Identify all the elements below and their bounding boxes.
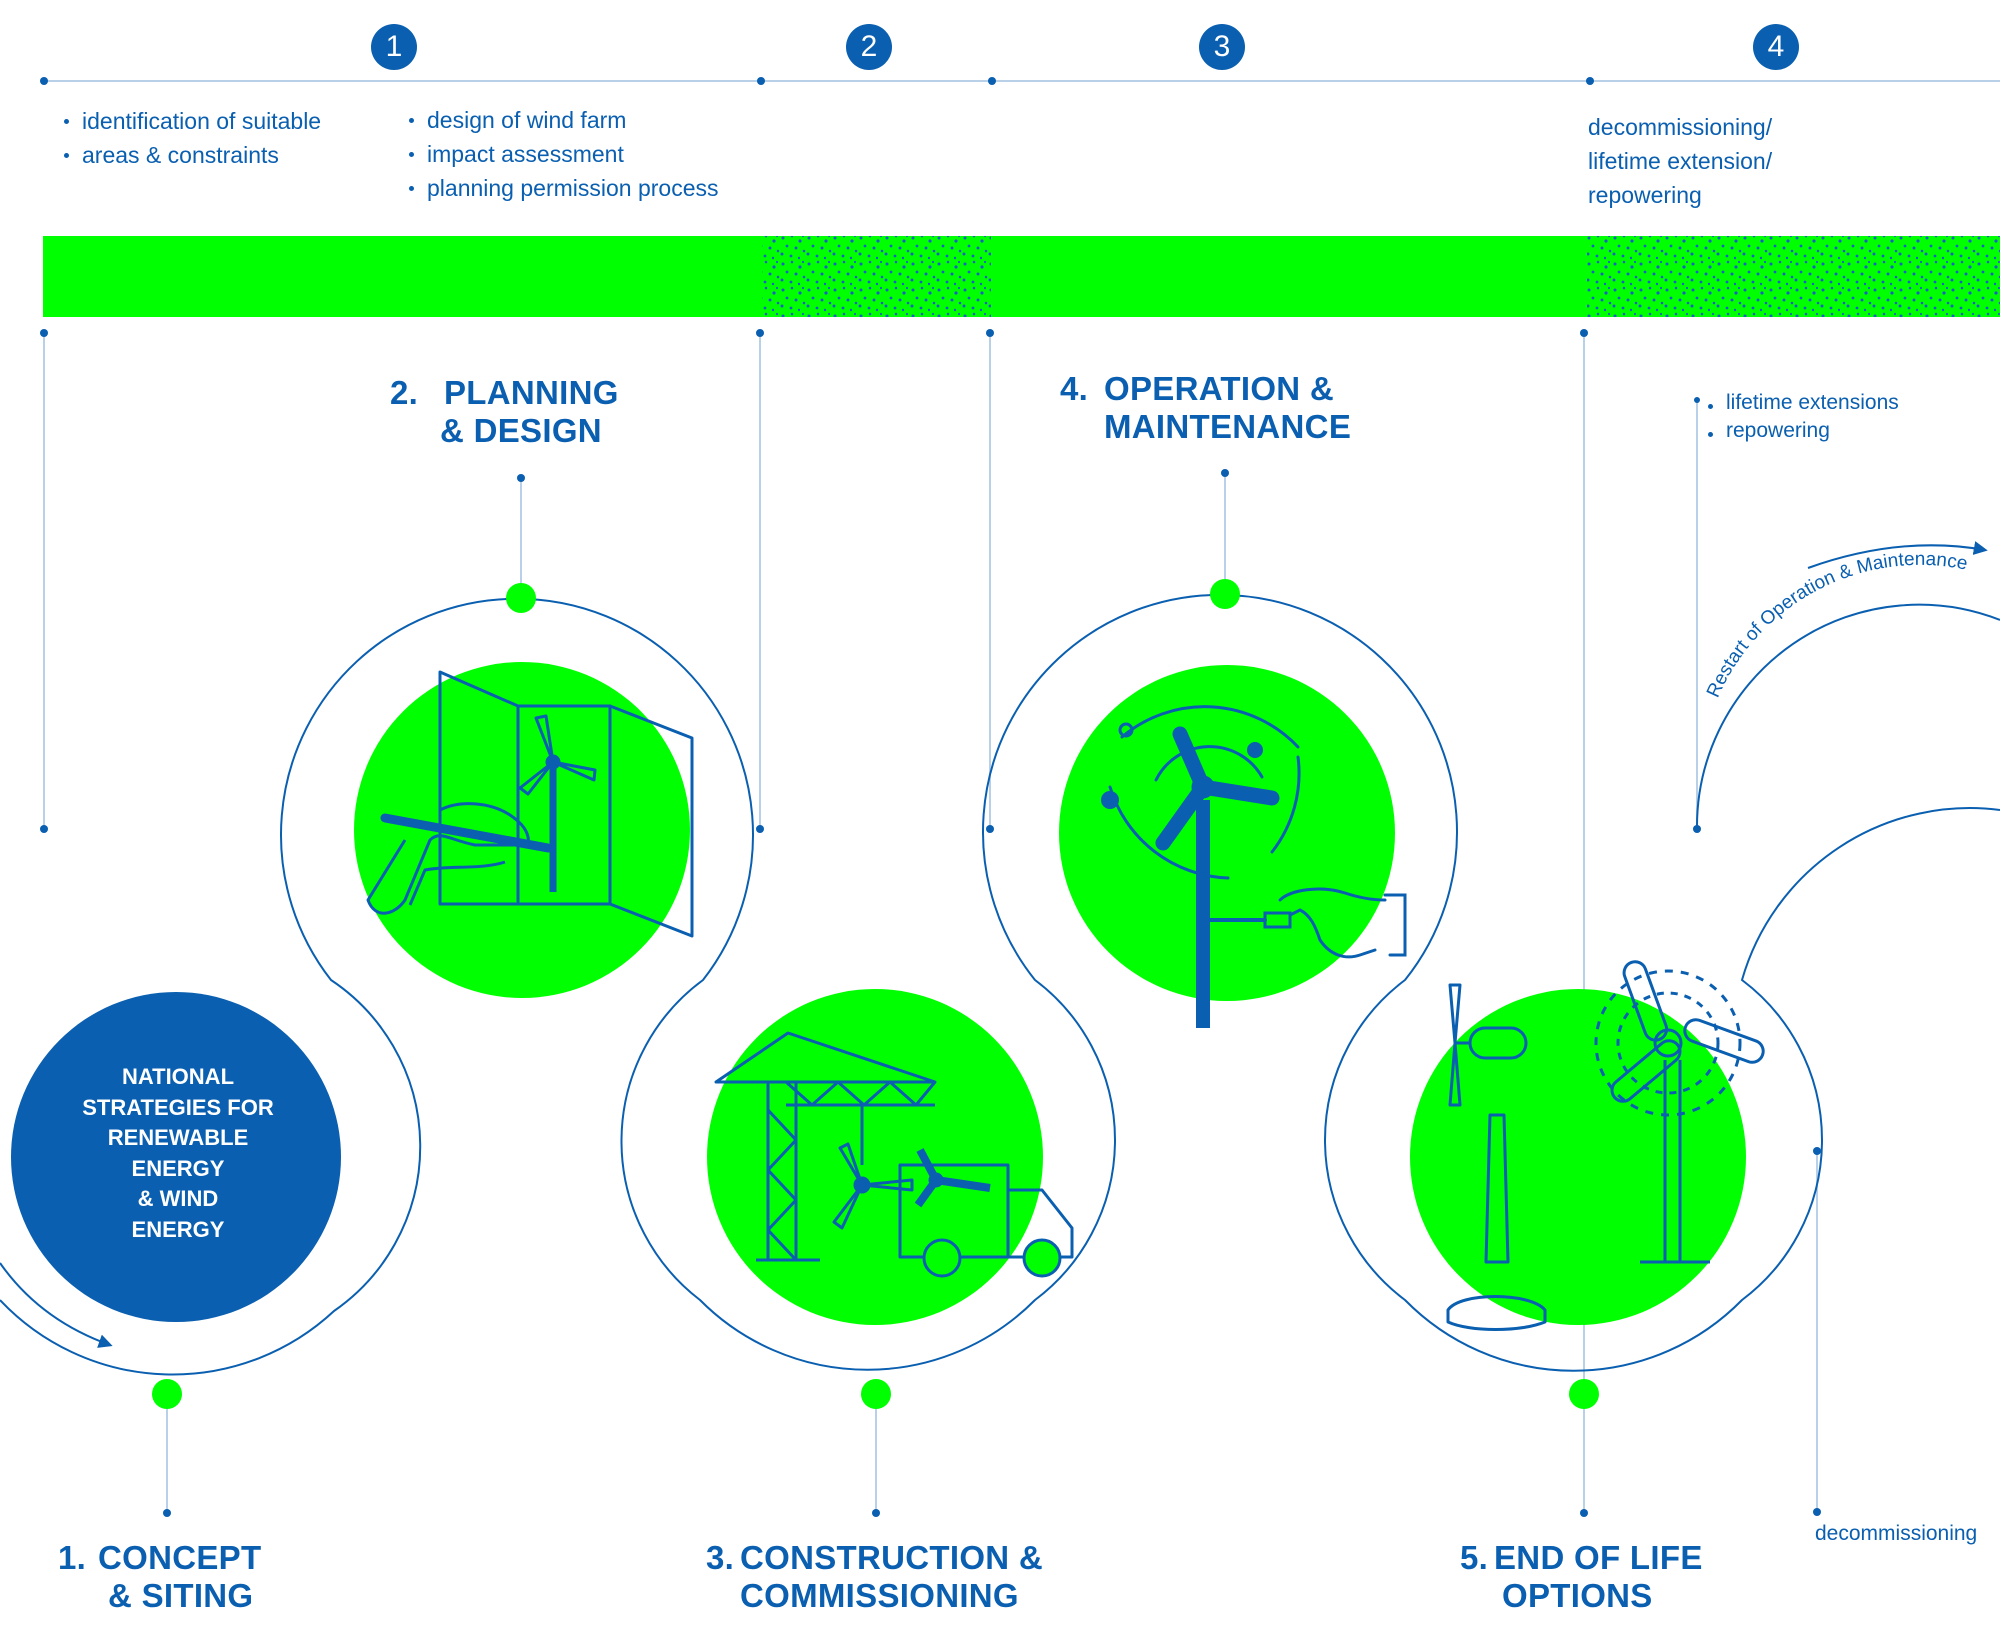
stage-title-1: 1. CONCEPT & SITING [58, 1539, 261, 1615]
restart-label: Restart of Operation & Maintenance [1703, 549, 1969, 701]
stage-circles [354, 662, 1746, 1325]
bullet-item: planning permission process [409, 171, 719, 205]
bullet-item: lifetime extensions [1708, 389, 1899, 417]
timeline-bar [43, 236, 2000, 317]
phase-badge-2: 2 [846, 24, 892, 70]
stage-connector-dots [152, 579, 1599, 1409]
stage-title-line1: CONCEPT [98, 1539, 262, 1576]
phase4-line: decommissioning/ [1588, 114, 1773, 140]
national-strategies-hub [11, 992, 341, 1322]
hub-text: NATIONAL STRATEGIES FOR RENEWABLE ENERGY… [28, 1062, 328, 1245]
bullet-continuation: areas & constraints [64, 138, 321, 172]
stage-title-3: 3.CONSTRUCTION & COMMISSIONING [706, 1539, 1043, 1615]
stage-title-line2: OPTIONS [1502, 1577, 1653, 1614]
stage-title-4: 4. OPERATION & MAINTENANCE [1060, 370, 1351, 446]
crane-truck-icon [714, 1031, 1074, 1278]
stage-title-5: 5.END OF LIFE OPTIONS [1460, 1539, 1703, 1615]
guide-lines [43, 333, 1818, 1513]
phase-badge-4: 4 [1753, 24, 1799, 70]
stage-title-2: 2. PLANNING & DESIGN [390, 374, 619, 450]
stage-title-line2: COMMISSIONING [740, 1577, 1019, 1614]
guide-dots [40, 329, 1821, 1517]
stage-number: 1. [58, 1539, 87, 1576]
hub-line: RENEWABLE [107, 1125, 249, 1150]
hub-line: STRATEGIES FOR [82, 1094, 274, 1120]
lifecycle-flow-outline [0, 593, 2000, 1376]
phase4-line: repowering [1588, 182, 1702, 208]
lifetime-notes: lifetime extensions repowering [1708, 389, 1899, 445]
phase4-text: decommissioning/ lifetime extension/ rep… [1588, 110, 1772, 212]
decommissioning-label: decommissioning [1815, 1522, 1978, 1545]
bullet-continuation: repowering [1708, 417, 1899, 445]
hub-line: ENERGY [131, 1155, 225, 1181]
stage-number: 4. [1060, 370, 1089, 407]
bullet-item: identification of suitable [64, 104, 321, 138]
stage-title-line1: PLANNING [444, 374, 619, 411]
turbine-service-icon [1101, 705, 1407, 1028]
stage-number: 3. [706, 1539, 735, 1576]
stage-number: 5. [1460, 1539, 1489, 1576]
stage-title-line1: OPERATION & [1104, 370, 1335, 407]
stage-title-line2: & DESIGN [440, 412, 602, 449]
restart-arc [1695, 603, 2000, 830]
bullet-item: design of wind farm [409, 103, 719, 137]
stage-title-line2: & SITING [108, 1577, 254, 1614]
hub-line: & WIND [137, 1186, 219, 1211]
phase-badge-1: 1 [371, 24, 417, 70]
arrow-icon [1807, 541, 1988, 569]
phase1-left-bullets: identification of suitable areas & const… [64, 104, 321, 172]
phase1-right-bullets: design of wind farm impact assessment pl… [409, 103, 719, 205]
bullet-item: impact assessment [409, 137, 719, 171]
timeline-top-line [40, 77, 2000, 85]
stage-number: 2. [390, 374, 419, 411]
end-of-life-turbine-icon [1446, 960, 1765, 1331]
stage-title-line1: END OF LIFE [1494, 1539, 1703, 1576]
hub-line: NATIONAL [121, 1064, 235, 1089]
phase4-line: lifetime extension/ [1588, 148, 1773, 174]
drawing-hand-icon [366, 670, 694, 938]
stage-title-line2: MAINTENANCE [1104, 408, 1352, 445]
stage-title-line1: CONSTRUCTION & [740, 1539, 1044, 1576]
arrow-icon [0, 1262, 113, 1348]
phase-badge-3: 3 [1199, 24, 1245, 70]
hub-line: ENERGY [131, 1216, 225, 1242]
